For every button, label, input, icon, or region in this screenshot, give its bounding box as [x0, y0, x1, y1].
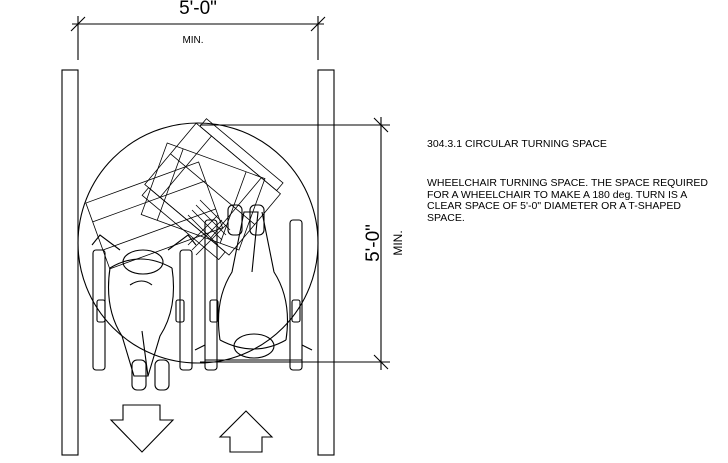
- right-wall: [317, 69, 335, 456]
- wheelchair-user-left: [91, 234, 197, 391]
- top-dimension: 5'-0" MIN.: [70, 0, 326, 60]
- top-dimension-qualifier: MIN.: [182, 35, 203, 46]
- walls: [61, 69, 335, 456]
- right-dimension: 5'-0" MIN.: [200, 117, 405, 370]
- wheelchair-user-right: [194, 204, 313, 371]
- turning-circle: [77, 122, 319, 364]
- right-dimension-qualifier: MIN.: [391, 230, 405, 255]
- note-body: WHEELCHAIR TURNING SPACE. THE SPACE REQU…: [427, 177, 709, 224]
- arrow-down-outline-icon: [109, 404, 175, 453]
- right-dimension-value: 5'-0": [363, 224, 384, 262]
- note-title: 304.3.1 CIRCULAR TURNING SPACE: [427, 138, 607, 150]
- top-dimension-value: 5'-0": [179, 0, 217, 19]
- left-wall: [61, 69, 79, 456]
- arrow-up-outline-icon: [218, 410, 274, 453]
